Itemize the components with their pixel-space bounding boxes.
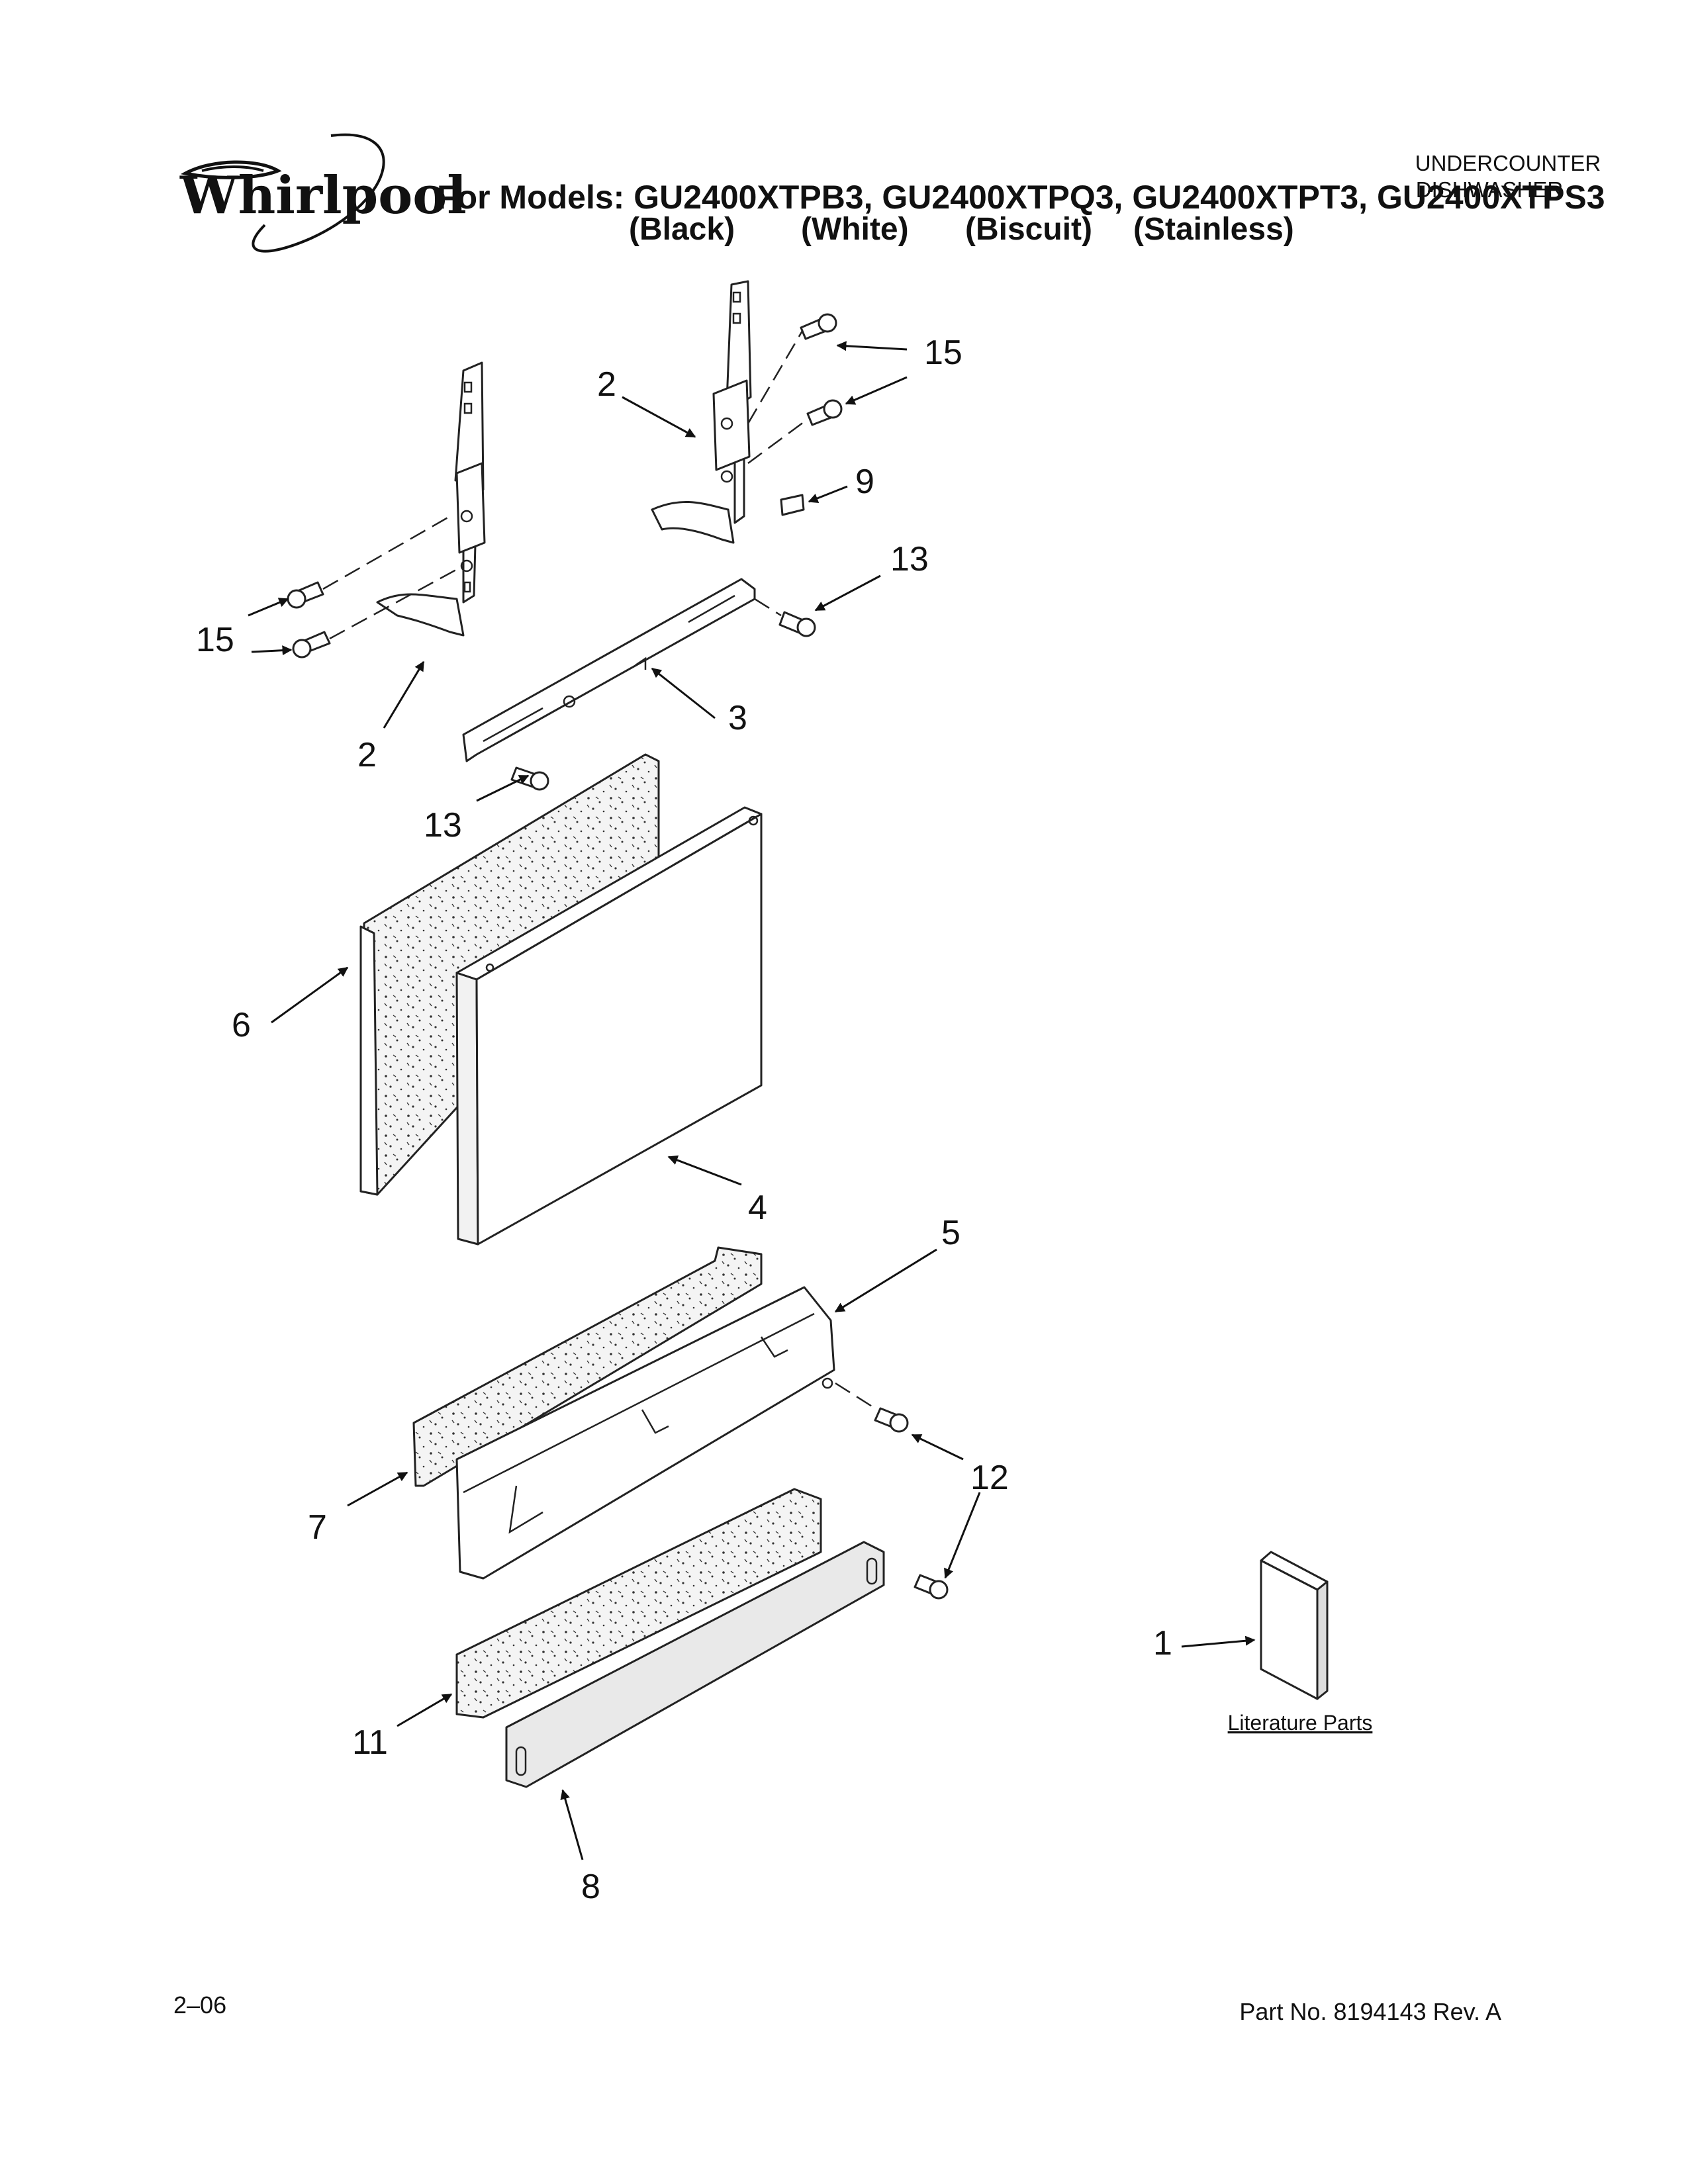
callout-6: 6 [232, 1006, 251, 1044]
outer-door-panel [455, 806, 763, 1246]
brand-wordmark: Whirlpool [179, 165, 467, 226]
callout-15-left: 15 [196, 621, 234, 659]
clip-part [780, 494, 805, 516]
callout-13-right: 13 [890, 540, 929, 578]
literature-parts-label: Literature Parts [1228, 1711, 1373, 1735]
color-label-biscuit: (Biscuit) [965, 212, 1092, 247]
dashed-line-right-lower [747, 417, 810, 465]
screw-access-panel [874, 1407, 909, 1433]
color-label-black: (Black) [629, 212, 735, 247]
models-line: For Models: GU2400XTPB3, GU2400XTPQ3, GU… [437, 179, 1605, 216]
color-label-white: (White) [801, 212, 909, 247]
callout-12: 12 [970, 1459, 1009, 1497]
kick-plate-insulation [412, 1246, 763, 1487]
dashed-line-left-lower [329, 565, 464, 640]
callout-numbers: 2 15 9 13 2 15 3 13 6 4 5 12 7 11 8 1 [196, 334, 1172, 1906]
lower-insulation-block [455, 1488, 822, 1719]
callout-2-left: 2 [357, 736, 377, 774]
dashed-line-brace-right [754, 598, 782, 617]
screw-right-lower [806, 399, 843, 426]
callout-4: 4 [748, 1189, 767, 1227]
callout-8: 8 [581, 1868, 600, 1906]
callout-9: 9 [855, 463, 874, 501]
toe-plate [505, 1541, 885, 1788]
product-type-line2: DISHWASHER [1416, 177, 1563, 202]
screw-left-lower [292, 631, 331, 659]
screw-brace-right [778, 611, 816, 637]
literature-booklet [1260, 1551, 1329, 1700]
callout-5: 5 [941, 1214, 961, 1252]
product-type-line1: UNDERCOUNTER [1415, 151, 1601, 175]
callout-2-right: 2 [597, 365, 616, 404]
dashed-line-right-upper [747, 330, 804, 424]
screw-right-upper [800, 313, 837, 340]
callout-7: 7 [308, 1508, 327, 1547]
callout-13-left: 13 [424, 806, 462, 844]
dashed-line-left-upper [322, 515, 451, 590]
leader-lines [248, 341, 1256, 1860]
dashed-line-access-panel [835, 1382, 876, 1410]
part-number: Part No. 8194143 Rev. A [1239, 1998, 1501, 2025]
callout-11: 11 [352, 1723, 388, 1762]
hinge-bracket-right [651, 280, 752, 544]
access-panel [455, 1286, 835, 1580]
screw-brace-left [510, 766, 549, 791]
screw-left-upper [287, 581, 324, 609]
callout-3: 3 [728, 699, 747, 737]
screw-toe-plate [914, 1574, 949, 1600]
whirlpool-logo: Whirlpool [179, 133, 467, 253]
hinge-bracket-left [376, 361, 486, 637]
revision-date: 2–06 [173, 1991, 226, 2019]
color-label-stainless: (Stainless) [1133, 212, 1294, 247]
callout-15-right: 15 [924, 334, 962, 372]
door-brace [462, 578, 756, 762]
callout-1: 1 [1153, 1624, 1172, 1662]
